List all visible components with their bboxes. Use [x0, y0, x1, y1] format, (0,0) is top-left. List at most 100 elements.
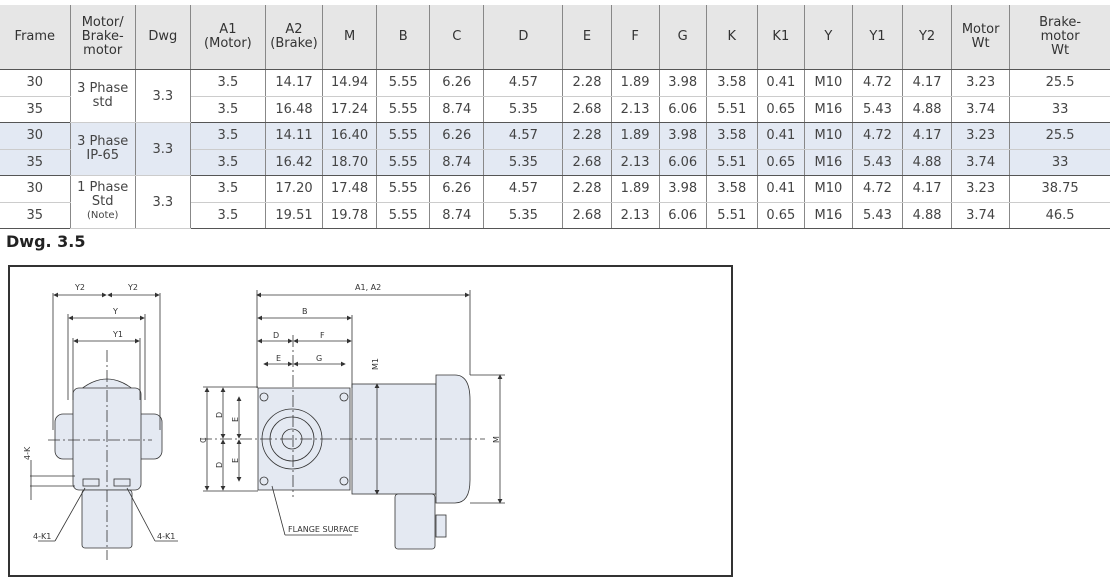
- value-cell: 5.55: [376, 175, 431, 203]
- value-cell: 3.5: [189, 175, 266, 203]
- value-cell: 5.55: [376, 122, 431, 150]
- value-cell: 0.65: [756, 96, 805, 123]
- column-header: Motor/ Brake- motor: [69, 5, 136, 70]
- column-header: M: [322, 5, 378, 70]
- column-header: Motor Wt: [951, 5, 1011, 70]
- dim-label-d: D: [273, 331, 279, 340]
- value-cell: 5.51: [705, 96, 758, 123]
- frame-cell: 30: [0, 69, 71, 97]
- column-header: G: [658, 5, 707, 70]
- value-cell: 5.35: [483, 202, 564, 229]
- value-cell: 6.26: [429, 122, 485, 150]
- value-cell: 14.94: [322, 69, 378, 97]
- value-cell: 0.41: [756, 122, 805, 150]
- value-cell: 4.88: [902, 202, 953, 229]
- value-cell: 17.20: [264, 175, 324, 203]
- value-cell: 2.13: [610, 96, 660, 123]
- value-cell: 6.06: [658, 96, 707, 123]
- value-cell: 4.17: [902, 175, 953, 203]
- value-cell: 0.65: [756, 149, 805, 176]
- value-cell: 3.5: [189, 202, 266, 229]
- value-cell: 5.55: [376, 149, 431, 176]
- frame-cell: 35: [0, 149, 71, 176]
- value-cell: M16: [803, 202, 853, 229]
- flange-surface-label: FLANGE SURFACE: [288, 525, 359, 534]
- value-cell: 33: [1009, 149, 1110, 176]
- dwg-cell: 3.3: [134, 122, 191, 176]
- frame-cell: 30: [0, 175, 71, 203]
- value-cell: 18.70: [322, 149, 378, 176]
- column-header: D: [483, 5, 564, 70]
- value-cell: 1.89: [610, 69, 660, 97]
- column-header: Y: [803, 5, 853, 70]
- value-cell: 2.28: [562, 175, 612, 203]
- column-header: A2 (Brake): [264, 5, 324, 70]
- value-cell: 16.48: [264, 96, 324, 123]
- value-cell: 2.13: [610, 149, 660, 176]
- motor-type-sub: IP-65: [86, 148, 119, 163]
- dim-label-4k1-right: 4-K1: [157, 532, 175, 541]
- value-cell: 3.98: [658, 122, 707, 150]
- value-cell: M10: [803, 175, 853, 203]
- value-cell: 4.17: [902, 122, 953, 150]
- drawing-title: Dwg. 3.5: [6, 232, 86, 251]
- value-cell: 2.13: [610, 202, 660, 229]
- dim-label-4k: 4-K: [23, 446, 32, 460]
- value-cell: M10: [803, 69, 853, 97]
- value-cell: 3.74: [951, 96, 1011, 123]
- value-cell: 5.55: [376, 202, 431, 229]
- dim-label-b: B: [302, 307, 308, 316]
- dim-label-y: Y: [112, 307, 118, 316]
- value-cell: 3.23: [951, 122, 1011, 150]
- dim-label-m1: M1: [371, 358, 380, 370]
- value-cell: 3.58: [705, 122, 758, 150]
- dim-label-4k1-left: 4-K1: [33, 532, 51, 541]
- value-cell: 4.72: [851, 69, 904, 97]
- value-cell: 6.06: [658, 149, 707, 176]
- value-cell: 4.88: [902, 149, 953, 176]
- dim-label-d-lower: D: [215, 462, 224, 468]
- column-header: K: [705, 5, 758, 70]
- value-cell: 6.26: [429, 69, 485, 97]
- value-cell: 5.51: [705, 149, 758, 176]
- value-cell: 3.5: [189, 122, 266, 150]
- value-cell: 3.98: [658, 69, 707, 97]
- motor-type-note: (Note): [86, 210, 119, 221]
- value-cell: 2.68: [562, 96, 612, 123]
- drawing-frame: [8, 265, 733, 577]
- dwg-cell: 3.3: [134, 69, 191, 123]
- value-cell: 6.06: [658, 202, 707, 229]
- motor-type-sub: std: [92, 95, 113, 110]
- dim-label-g: G: [316, 354, 322, 363]
- value-cell: 19.78: [322, 202, 378, 229]
- column-header: C: [429, 5, 485, 70]
- value-cell: 4.57: [483, 122, 564, 150]
- value-cell: 4.72: [851, 122, 904, 150]
- value-cell: 2.68: [562, 149, 612, 176]
- value-cell: 5.55: [376, 96, 431, 123]
- dim-label-e: E: [276, 354, 281, 363]
- value-cell: 5.35: [483, 96, 564, 123]
- frame-cell: 35: [0, 202, 71, 229]
- dim-label-c: C: [199, 437, 208, 443]
- value-cell: 2.28: [562, 122, 612, 150]
- column-header: Y2: [902, 5, 953, 70]
- value-cell: 14.11: [264, 122, 324, 150]
- motor-type-sub: Std: [91, 194, 114, 209]
- motor-type-type: 1 Phase: [77, 180, 129, 195]
- value-cell: 38.75: [1009, 175, 1110, 203]
- end-view: [30, 292, 178, 560]
- dim-label-e-upper: E: [231, 417, 240, 422]
- dwg-cell: 3.3: [134, 175, 191, 229]
- value-cell: 4.72: [851, 175, 904, 203]
- value-cell: 16.40: [322, 122, 378, 150]
- value-cell: 0.65: [756, 202, 805, 229]
- dim-label-m: M: [492, 436, 501, 443]
- value-cell: 8.74: [429, 202, 485, 229]
- column-header: Y1: [851, 5, 904, 70]
